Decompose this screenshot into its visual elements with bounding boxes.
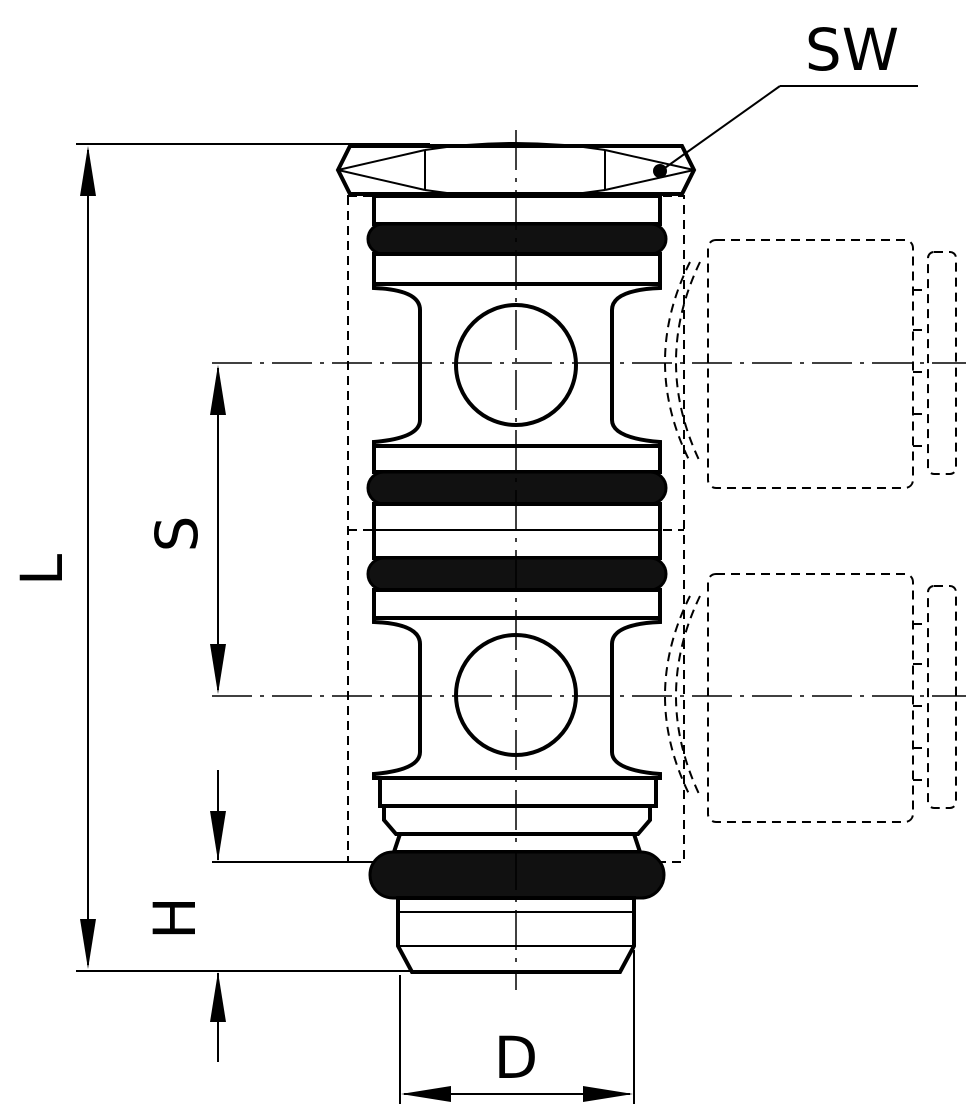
port-upper (454, 303, 578, 427)
fitting-lower (664, 573, 957, 823)
leader-sw (661, 85, 918, 171)
centerlines (212, 130, 966, 990)
label-sw: SW (805, 16, 899, 84)
dimension-l (76, 143, 430, 972)
fitting-upper (664, 239, 957, 489)
label-s: S (143, 516, 211, 553)
dimension-s (210, 365, 226, 694)
o-ring-middle-1 (366, 470, 668, 506)
label-h: H (141, 896, 209, 940)
o-ring-top (366, 222, 668, 256)
dimension-h (210, 770, 372, 1062)
o-ring-middle-2 (366, 556, 668, 592)
label-l: L (8, 554, 76, 586)
fitting-body (335, 142, 697, 974)
label-d: D (494, 1024, 539, 1092)
dimension-d (399, 950, 635, 1104)
o-ring-seal (368, 850, 666, 900)
leader-dot (653, 164, 667, 178)
